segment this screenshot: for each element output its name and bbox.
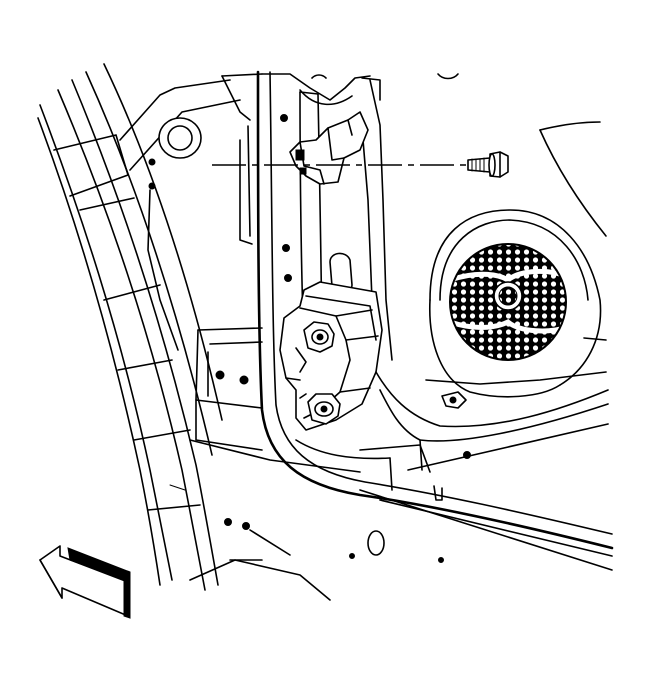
door-bracket (289, 111, 369, 185)
door-lower-panel (224, 371, 613, 571)
nut-icon (295, 321, 335, 373)
body-pillar (37, 63, 331, 601)
lower-rail (189, 327, 361, 473)
grommet-inner (167, 125, 193, 151)
front-direction-arrow-icon (39, 545, 131, 619)
speaker-assembly (425, 121, 607, 409)
drain-hole (367, 530, 385, 556)
pillar-inner-panel (119, 79, 241, 351)
lower-nut-icon (299, 393, 341, 425)
door-frame (221, 70, 614, 550)
bolt-icon (467, 151, 509, 178)
